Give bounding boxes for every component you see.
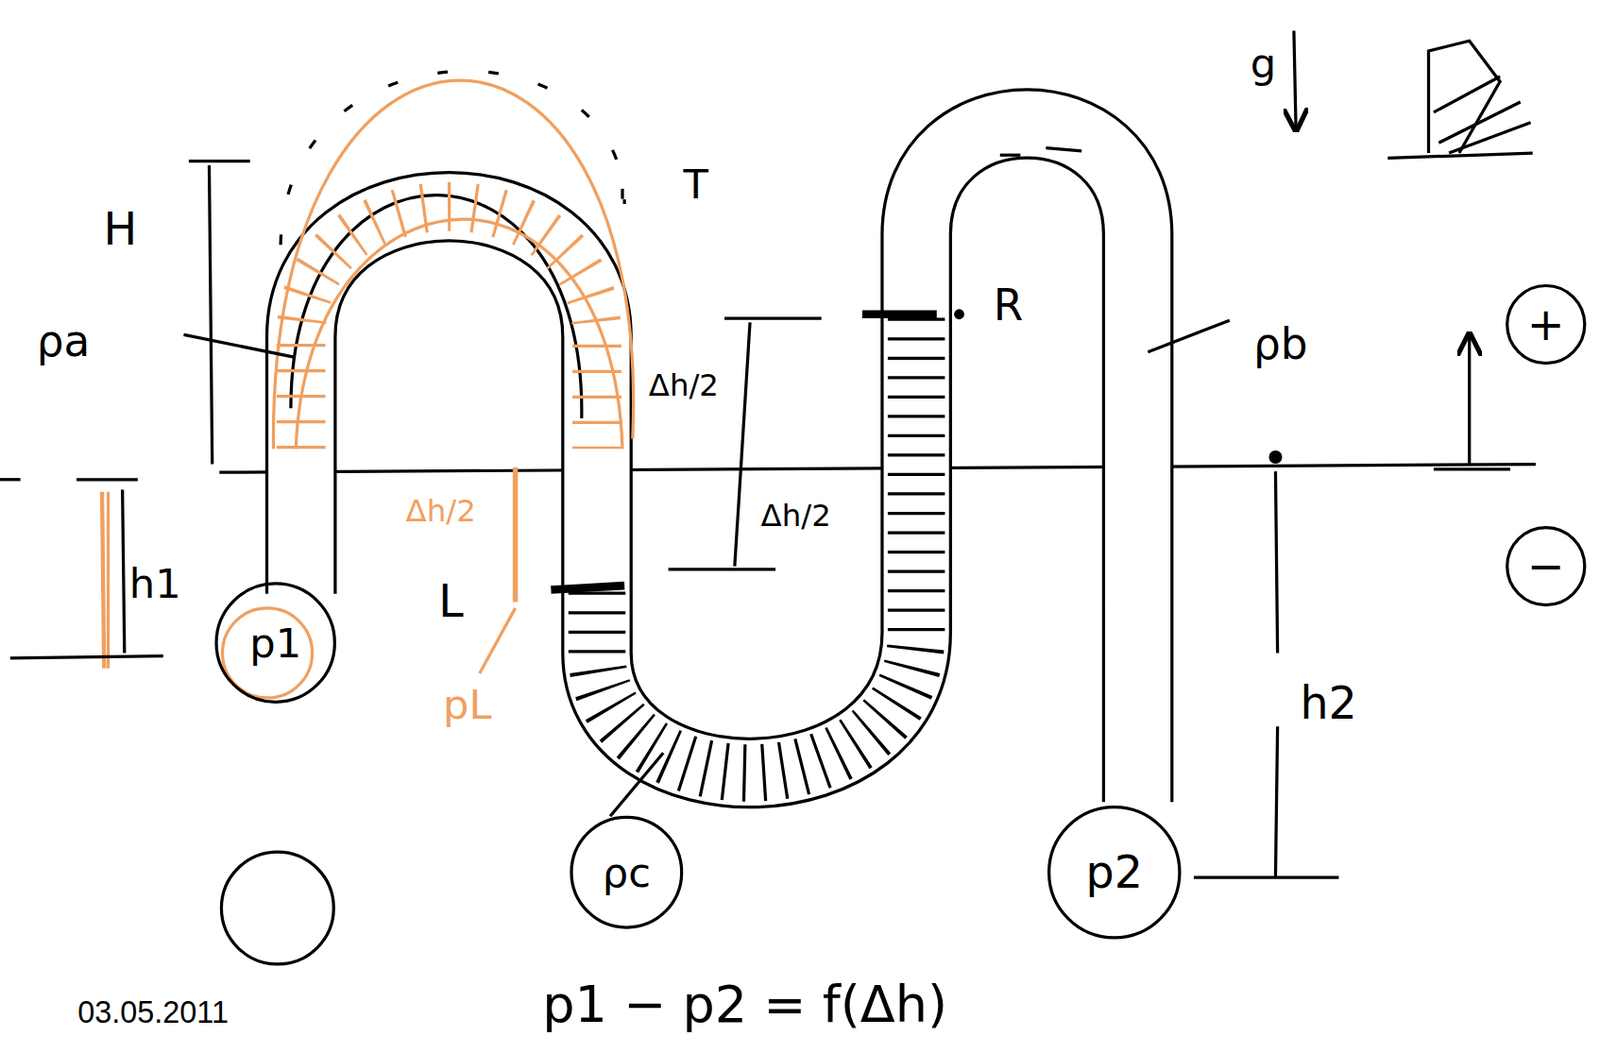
- circle-node: p2: [1046, 804, 1182, 940]
- circle-node: p1: [214, 581, 338, 705]
- ground-symbol: [1387, 153, 1532, 158]
- circle-outline: [571, 817, 682, 928]
- dimension-lines: [188, 159, 251, 163]
- ground-symbol: [1387, 40, 1532, 158]
- dimension-label: h1: [129, 561, 182, 607]
- circle-label: ρc: [602, 850, 651, 896]
- dimension-lines: [183, 334, 294, 358]
- arrows: [1293, 30, 1511, 470]
- dimension-lines: [10, 656, 164, 659]
- dimension-lines: [10, 148, 1340, 878]
- orange-annotation: [512, 467, 518, 603]
- dimension-lines: [1275, 726, 1277, 878]
- reference-line: [0, 464, 1536, 480]
- orange-annotation: [102, 492, 104, 669]
- dimension-lines: [1275, 471, 1277, 653]
- dimension-lines: [668, 567, 776, 571]
- liquid-hatching: [550, 585, 625, 590]
- point-label: T: [683, 161, 709, 207]
- orange-annotation: [301, 206, 597, 450]
- point-label: R: [993, 282, 1024, 330]
- dimension-lines: [620, 188, 624, 200]
- circle-label: +: [1527, 299, 1566, 349]
- circle-node: −: [1505, 525, 1587, 607]
- dimension-lines: [1045, 148, 1082, 152]
- circle-label: −: [1527, 541, 1566, 591]
- u-tube: [280, 70, 1139, 808]
- dimension-lines: [734, 322, 750, 566]
- circle-outline: [1507, 527, 1585, 606]
- liquid-hatching: [953, 308, 965, 320]
- dimension-lines: [1270, 452, 1281, 463]
- dimension-lines: [724, 316, 822, 320]
- liquid-hatching: [862, 309, 937, 319]
- gravity-label: g: [1250, 40, 1277, 86]
- circle-node: +: [1505, 283, 1587, 365]
- liquid-hatching: [596, 314, 917, 774]
- ground-symbol: [1433, 76, 1500, 113]
- reference-line: [0, 477, 21, 481]
- circle-outline: [216, 583, 335, 702]
- dimension-lines: [208, 165, 212, 465]
- arrows: [1433, 467, 1511, 471]
- dimension-lines: [610, 752, 664, 817]
- dimension-label: H: [103, 204, 138, 255]
- density-label: ρa: [36, 318, 91, 366]
- circle-outline: [1049, 807, 1180, 938]
- equation: p1 − p2 = f(Δh): [542, 976, 948, 1033]
- pressure-label: pL: [442, 681, 493, 728]
- orange-annotation: [102, 80, 634, 698]
- date-stamp: 03.05.2011: [77, 995, 229, 1030]
- dimension-label: Δh/2: [761, 498, 832, 533]
- u-tube: [290, 195, 582, 419]
- dimension-lines: [1000, 153, 1022, 157]
- dimension-lines: [122, 490, 125, 654]
- ground-symbol: [1429, 40, 1501, 154]
- orange-annotation: [295, 219, 623, 449]
- circle-node: ρc: [569, 815, 684, 930]
- orange-annotation: [272, 80, 633, 449]
- empty-circle: [221, 851, 334, 965]
- ground-symbol: [1438, 102, 1520, 143]
- arrows: [1467, 337, 1471, 465]
- orange-annotation: [106, 492, 110, 669]
- orange-annotation: [222, 608, 313, 698]
- circle-label: p2: [1086, 848, 1143, 898]
- circle-outline: [1507, 286, 1585, 364]
- reference-line: [219, 464, 1536, 474]
- point-label: L: [438, 577, 463, 627]
- dimension-label: Δh/2: [406, 493, 477, 528]
- ground-symbol: [1448, 122, 1531, 154]
- circle-label: p1: [249, 620, 302, 666]
- dimension-label: Δh/2: [648, 367, 719, 402]
- dimension-lines: [76, 477, 138, 481]
- dimension-label: h2: [1299, 679, 1357, 729]
- dimension-lines: [1193, 875, 1339, 879]
- dimension-lines: [1147, 320, 1229, 352]
- orange-annotation: [479, 608, 516, 674]
- density-label: ρb: [1253, 321, 1309, 369]
- arrows: [1293, 30, 1296, 128]
